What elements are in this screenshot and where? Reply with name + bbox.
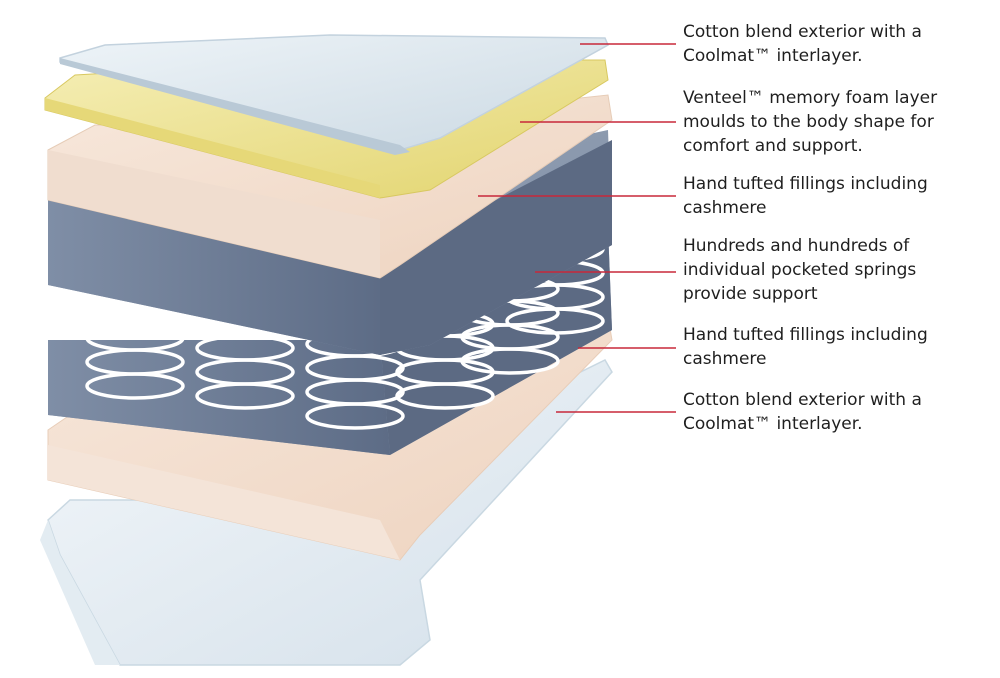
callout-line-text: Hand tufted fillings including: [683, 174, 928, 194]
callout-line-text: Coolmat™ interlayer.: [683, 46, 863, 66]
callout-bottom-filling: Hand tufted fillings including cashmere: [683, 323, 993, 371]
callout-line-text: provide support: [683, 284, 818, 304]
spring-coil-ring: [85, 372, 185, 400]
callout-line-text: Venteel™ memory foam layer: [683, 88, 938, 108]
spring-coil-ring: [195, 382, 295, 410]
callout-line-text: Hundreds and hundreds of: [683, 236, 910, 256]
callout-line-text: Coolmat™ interlayer.: [683, 414, 863, 434]
callout-pocket-springs: Hundreds and hundreds of individual pock…: [683, 234, 993, 306]
callout-top-filling: Hand tufted fillings including cashmere: [683, 172, 993, 220]
callout-memory-foam: Venteel™ memory foam layer moulds to the…: [683, 86, 993, 158]
callout-line-text: Cotton blend exterior with a: [683, 390, 922, 410]
callout-line-text: cashmere: [683, 198, 767, 218]
callout-top-cover: Cotton blend exterior with a Coolmat™ in…: [683, 20, 993, 68]
spring-coil-ring: [505, 307, 605, 335]
callout-line-text: Hand tufted fillings including: [683, 325, 928, 345]
spring-coil-ring: [305, 402, 405, 430]
callout-lines: [478, 43, 676, 413]
callout-line-text: moulds to the body shape for: [683, 112, 934, 132]
callout-bottom-cover: Cotton blend exterior with a Coolmat™ in…: [683, 388, 993, 436]
spring-coil-ring: [395, 382, 495, 410]
callout-line-text: cashmere: [683, 349, 767, 369]
spring-coil-ring: [460, 347, 560, 375]
callout-line-text: comfort and support.: [683, 136, 863, 156]
top-cover-layer: [59, 34, 609, 155]
callout-line-text: Cotton blend exterior with a: [683, 22, 922, 42]
callout-line-text: individual pocketed springs: [683, 260, 917, 280]
